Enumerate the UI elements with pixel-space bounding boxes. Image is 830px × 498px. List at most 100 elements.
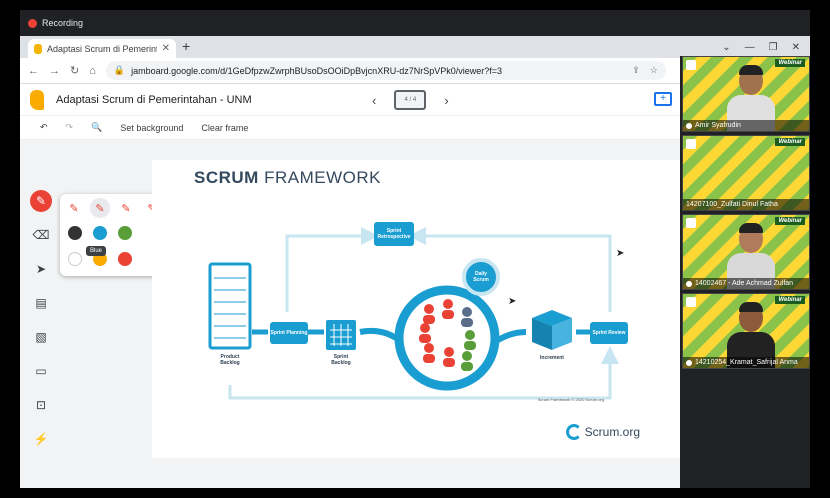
webinar-label: Webinar [775, 217, 805, 225]
participant-tile[interactable]: Webinar 14002467 - Ade Achmad Zulfan [682, 214, 810, 290]
color-swatch[interactable] [68, 252, 82, 266]
participant-tile[interactable]: Webinar 14207100_Zulfati Dinul Fatha [682, 135, 810, 211]
participant-name: Amir Syafrudin [695, 122, 741, 129]
participant-name: 14002467 - Ade Achmad Zulfan [695, 280, 794, 287]
slide-title: SCRUM FRAMEWORK [194, 168, 381, 188]
participant-name-bar: 14002467 - Ade Achmad Zulfan [683, 278, 809, 289]
shape-icon[interactable]: ▭ [35, 364, 47, 378]
retro-arrow-left [285, 227, 379, 312]
frame-nav: ‹ 4 / 4 › [372, 90, 449, 110]
forward-icon[interactable]: → [49, 64, 60, 77]
daily-scrum-label: Daily Scrum [473, 271, 489, 283]
reload-icon[interactable]: ↻ [70, 65, 80, 77]
webinar-label: Webinar [775, 138, 805, 146]
sprint-backlog-grid [330, 324, 352, 346]
laser-icon[interactable]: ⚡ [33, 432, 49, 446]
color-tooltip: Blue [86, 246, 107, 256]
close-icon[interactable]: ✕ [161, 43, 170, 54]
url-input[interactable]: 🔒 jamboard.google.com/d/1GeDfpzwZwrphBUs… [105, 61, 666, 80]
highlighter-icon[interactable]: ✎ [121, 202, 131, 215]
participant-tile[interactable]: Webinar 14210254_Kramat_Safrijal Anma [682, 293, 810, 369]
set-background-button[interactable]: Set background [120, 122, 184, 133]
pen-popup: ✎ ✎ ✎ ✎ Blue [60, 194, 166, 276]
share-icon[interactable]: ⇪ [632, 65, 640, 75]
color-swatch[interactable] [68, 226, 82, 240]
textbox-icon[interactable]: ⊡ [35, 398, 47, 412]
next-frame-icon[interactable]: › [444, 92, 449, 108]
marker-icon[interactable]: ✎ [90, 198, 110, 218]
tab-strip: Adaptasi Scrum di Pemerintaha ✕ + ⌄ — ❐ … [20, 36, 810, 58]
mic-icon [686, 359, 692, 366]
sprint-review-box: Sprint Review [590, 322, 628, 344]
url-text: jamboard.google.com/d/1GeDfpzwZwrphBUsoD… [131, 65, 502, 76]
scrum-org-brand: Scrum.org [584, 425, 640, 439]
daily-scrum-circle [462, 258, 500, 296]
chevron-down-icon[interactable]: ⌄ [722, 41, 731, 53]
image-icon[interactable]: ▧ [35, 330, 47, 344]
slide-title-bold: SCRUM [194, 168, 259, 187]
prev-frame-icon[interactable]: ‹ [372, 92, 377, 108]
cursor-icon: ➤ [616, 248, 625, 259]
minimize-icon[interactable]: — [744, 41, 755, 53]
jamboard-header: Adaptasi Scrum di Pemerintahan - UNM ‹ 4… [20, 84, 680, 116]
jamboard-app: Adaptasi Scrum di Pemerintahan - UNM ‹ 4… [20, 84, 680, 488]
sticky-note-icon[interactable]: ▤ [35, 296, 47, 310]
recording-label: Recording [42, 18, 84, 28]
return-arrow [228, 346, 619, 400]
zoom-icon[interactable]: 🔍 [91, 122, 103, 132]
participant-name-bar: 14207100_Zulfati Dinul Fatha [683, 199, 809, 210]
canvas-area: ✎ ⌫ ➤ ▤ ▧ ▭ ⊡ ⚡ ✎ ✎ ✎ ✎ [20, 140, 680, 488]
scrum-diagram [208, 227, 619, 400]
sprint-retrospective-box: Sprint Retrospective [374, 222, 414, 246]
redo-icon[interactable]: ↷ [65, 122, 74, 132]
select-icon[interactable]: ➤ [35, 262, 47, 276]
logo-icon [686, 139, 696, 149]
webinar-banner [683, 136, 809, 210]
color-swatch[interactable] [118, 226, 132, 240]
recording-icon [28, 18, 37, 28]
back-icon[interactable]: ← [28, 64, 39, 77]
add-frame-icon[interactable]: + [654, 92, 672, 106]
sprint-cycle-ring [394, 285, 500, 391]
color-swatch[interactable] [93, 226, 107, 240]
product-backlog-label: Product Backlog [220, 354, 240, 366]
participant-name: 14207100_Zulfati Dinul Fatha [686, 201, 778, 208]
slide-credit: Scrum Framework © 2020 Scrum.org [537, 397, 604, 402]
jamboard-favicon-icon [34, 43, 42, 54]
jamboard-frame[interactable]: SCRUM FRAMEWORK [152, 160, 680, 458]
logo-icon [686, 218, 696, 228]
mic-icon [686, 122, 692, 129]
address-bar: ← → ↻ ⌂ 🔒 jamboard.google.com/d/1GeDfpzw… [20, 58, 810, 84]
restore-icon[interactable]: ❐ [768, 41, 778, 53]
participant-name-bar: Amir Syafrudin [683, 120, 809, 131]
meet-participants-panel: Webinar Amir Syafrudin Webinar 14207100_… [680, 56, 810, 374]
sprint-planning-box: Sprint Planning [270, 322, 308, 344]
product-backlog-icon [208, 262, 252, 350]
logo-icon [686, 297, 696, 307]
undo-icon[interactable]: ↶ [40, 122, 48, 132]
logo-icon [686, 60, 696, 70]
pen-tool-icon[interactable]: ✎ [30, 190, 52, 212]
star-icon[interactable]: ☆ [649, 65, 658, 75]
webinar-label: Webinar [775, 59, 805, 67]
color-swatch[interactable] [118, 252, 132, 266]
jamboard-title: Adaptasi Scrum di Pemerintahan - UNM [56, 93, 252, 106]
increment-box-icon [532, 310, 572, 350]
close-window-icon[interactable]: ✕ [791, 41, 800, 53]
home-icon[interactable]: ⌂ [89, 64, 96, 77]
pen-icon[interactable]: ✎ [69, 202, 79, 215]
arrow-to-increment [496, 329, 527, 343]
increment-label: Increment [540, 355, 564, 361]
backlog-lines [214, 277, 246, 339]
new-tab-button[interactable]: + [182, 38, 191, 54]
participant-tile[interactable]: Webinar Amir Syafrudin [682, 56, 810, 132]
mic-icon [686, 280, 692, 287]
frame-counter[interactable]: 4 / 4 [394, 90, 427, 110]
tab-title: Adaptasi Scrum di Pemerintaha [47, 43, 157, 54]
eraser-icon[interactable]: ⌫ [32, 228, 50, 242]
scrum-team-label: 1 Scrum Team [430, 374, 464, 380]
participant-name: 14210254_Kramat_Safrijal Anma [695, 359, 798, 366]
clear-frame-button[interactable]: Clear frame [201, 122, 249, 133]
cursor-icon: ➤ [508, 296, 517, 307]
browser-tab[interactable]: Adaptasi Scrum di Pemerintaha ✕ [28, 39, 176, 58]
